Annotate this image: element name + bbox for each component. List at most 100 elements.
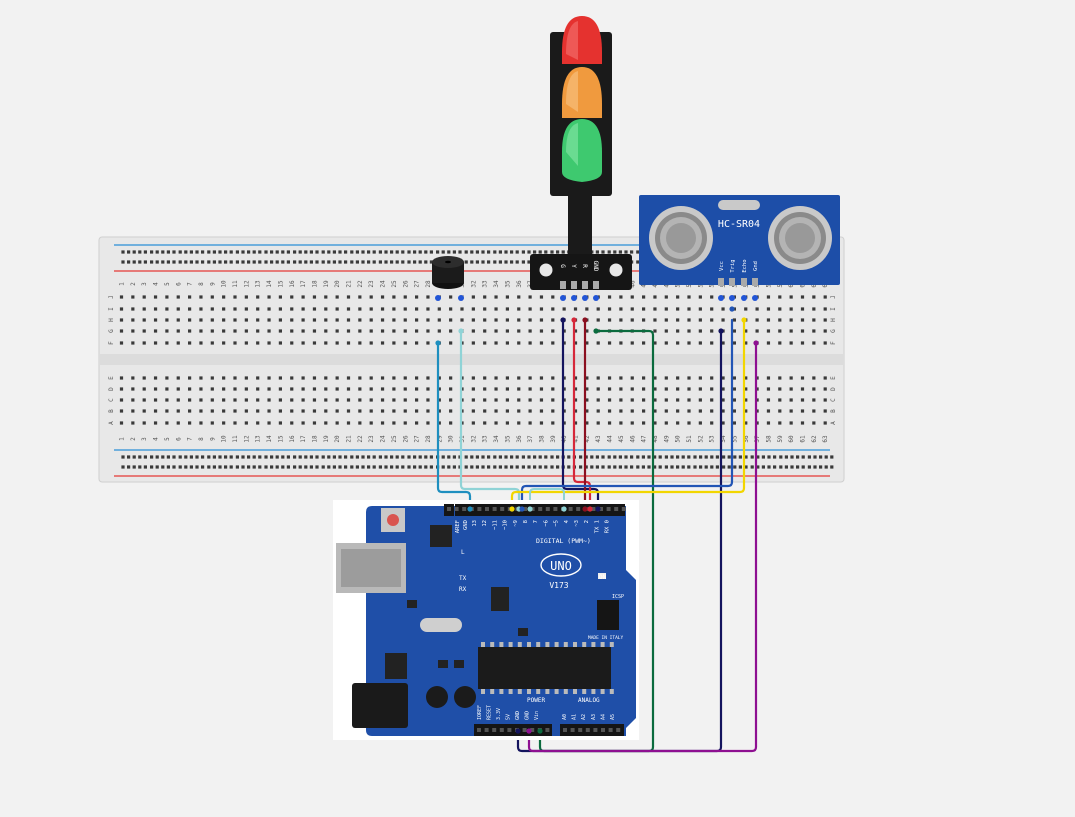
rail-hole [693, 465, 697, 469]
breadboard-hole [244, 398, 248, 402]
column-number-bottom: 39 [550, 435, 557, 443]
breadboard-hole [222, 398, 226, 402]
rail-hole [670, 455, 674, 459]
digital-pin-label: ~6 [543, 520, 549, 527]
rail-hole [155, 455, 159, 459]
rail-hole [229, 260, 233, 264]
breadboard-hole [153, 376, 158, 380]
breadboard-hole [142, 409, 146, 413]
wire-link-teal[interactable] [529, 488, 565, 508]
breadboard-hole [494, 329, 498, 333]
breadboard-hole [539, 398, 544, 402]
digital-pin-label: 8 [523, 520, 529, 523]
breadboard-hole [222, 341, 226, 345]
breadboard-hole [539, 295, 544, 299]
breadboard-hole [358, 421, 362, 425]
breadboard-hole [766, 398, 771, 402]
rail-hole [475, 465, 479, 469]
breadboard-hole [619, 376, 623, 380]
breadboard-hole [324, 341, 328, 345]
breadboard-hole [676, 387, 680, 391]
breadboard-hole [483, 409, 487, 413]
breadboard-hole [517, 398, 521, 402]
breadboard-hole [551, 387, 555, 391]
rail-hole [636, 465, 640, 469]
header-pin [585, 728, 590, 732]
breadboard-hole [222, 295, 226, 299]
rail-hole [624, 455, 628, 459]
sensor-pins [718, 278, 758, 301]
rail-hole [590, 465, 594, 469]
breadboard-hole [188, 329, 192, 333]
rail-hole [510, 250, 514, 254]
breadboard-hole [233, 341, 237, 345]
breadboard-hole [471, 398, 475, 402]
rail-hole [424, 455, 428, 459]
rail-hole [790, 455, 794, 459]
column-number-bottom: 31 [459, 435, 466, 443]
breadboard-hole [278, 398, 282, 402]
wire-endpoints [435, 306, 759, 346]
breadboard-hole [812, 295, 816, 299]
wire-light-yellow[interactable] [572, 318, 592, 509]
rail-hole [664, 455, 668, 459]
column-number-bottom: 56 [743, 435, 750, 443]
rail-hole [207, 260, 211, 264]
wire-buzzer-signal[interactable] [436, 341, 472, 509]
breadboard-hole [256, 307, 260, 311]
rail-hole [201, 465, 205, 469]
rail-hole [413, 455, 417, 459]
wire-sensor-trig[interactable] [520, 318, 734, 509]
breadboard-hole [312, 398, 317, 402]
chip-leg [499, 642, 504, 647]
buzzer[interactable] [432, 256, 464, 301]
rail-hole [824, 455, 828, 459]
rail-hole [436, 250, 440, 254]
breadboard-hole [256, 329, 260, 333]
rail-hole [138, 260, 142, 264]
breadboard-hole [539, 307, 544, 311]
breadboard-hole [222, 387, 226, 391]
breadboard-hole [290, 409, 294, 413]
rail-hole [493, 260, 497, 264]
breadboard-hole [823, 329, 827, 333]
arduino-uno-board[interactable]: UNO V173 DIGITAL (PWM~) POWER ANALOG ON … [333, 500, 639, 740]
breadboard-hole [392, 376, 396, 380]
rail-hole [252, 465, 256, 469]
chip-leg [563, 689, 568, 694]
breadboard-hole [358, 329, 362, 333]
breadboard-hole [483, 421, 487, 425]
wire-sensor-gnd[interactable] [527, 341, 758, 753]
header-pin [485, 507, 489, 511]
breadboard-hole [664, 307, 668, 311]
rail-hole [813, 465, 817, 469]
rail-hole [744, 455, 748, 459]
breadboard-hole [176, 307, 180, 311]
column-number-bottom: 37 [527, 435, 534, 443]
column-number-bottom: 47 [641, 435, 648, 443]
column-number-bottom: 22 [357, 435, 364, 443]
breadboard-hole [619, 341, 623, 345]
breadboard-hole [392, 329, 396, 333]
wire-sensor-echo[interactable] [510, 318, 746, 509]
breadboard-hole [585, 421, 589, 425]
breadboard-hole [346, 295, 351, 299]
breadboard-hole [153, 318, 158, 322]
breadboard-hole [710, 398, 714, 402]
rail-hole [155, 260, 159, 264]
rail-hole [452, 250, 456, 254]
breadboard-hole [823, 318, 827, 322]
breadboard-hole [766, 387, 771, 391]
breadboard-hole [698, 421, 702, 425]
rail-hole [624, 465, 628, 469]
rail-hole [767, 455, 771, 459]
rail-hole [607, 455, 611, 459]
rail-hole [321, 455, 325, 459]
rail-hole [801, 465, 805, 469]
rail-hole [556, 455, 560, 459]
breadboard-hole [698, 398, 702, 402]
rail-hole [390, 455, 394, 459]
row-letter: B [108, 409, 115, 413]
